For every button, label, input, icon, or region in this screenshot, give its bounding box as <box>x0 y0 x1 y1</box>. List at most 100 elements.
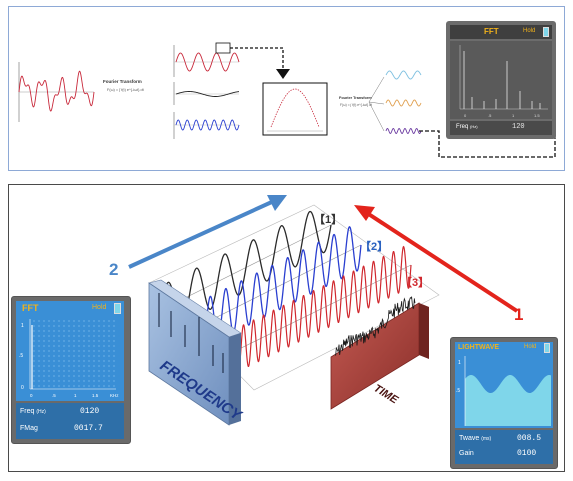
battery-icon <box>543 27 549 37</box>
grid-dot <box>48 345 50 347</box>
grid-dot <box>43 385 45 387</box>
grid-dot <box>53 330 55 332</box>
grid-dot <box>103 370 105 372</box>
fft-xtick-15: 1.5 <box>92 393 99 398</box>
lightwave-screen-plot: 1 .5 <box>456 356 551 426</box>
grid-dot <box>58 370 60 372</box>
grid-dot <box>83 330 85 332</box>
grid-dot <box>33 335 35 337</box>
grid-dot <box>78 380 80 382</box>
grid-dot <box>93 380 95 382</box>
grid-dot <box>53 355 55 357</box>
grid-dot <box>43 375 45 377</box>
time-plate <box>330 296 429 410</box>
grid-dot <box>33 330 35 332</box>
grid-dot <box>88 380 90 382</box>
grid-dot <box>53 370 55 372</box>
grid-dot <box>108 335 110 337</box>
grid-dot <box>83 355 85 357</box>
grid-dot <box>93 350 95 352</box>
grid-dot <box>83 385 85 387</box>
grid-dot <box>78 345 80 347</box>
grid-dot <box>83 370 85 372</box>
grid-dot <box>58 380 60 382</box>
grid-dot <box>98 360 100 362</box>
grid-dot <box>113 350 115 352</box>
lightwave-gain-value: 0100 <box>517 449 537 458</box>
grid-dot <box>88 350 90 352</box>
grid-dot <box>83 380 85 382</box>
svg-text:0: 0 <box>464 113 467 118</box>
grid-dot <box>48 355 50 357</box>
fft-xtick-05: .5 <box>52 393 56 398</box>
grid-dot <box>53 320 55 322</box>
grid-dot <box>63 330 65 332</box>
grid-dot <box>93 355 95 357</box>
grid-dot <box>78 320 80 322</box>
grid-dot <box>48 365 50 367</box>
grid-dot <box>43 365 45 367</box>
grid-dot <box>68 380 70 382</box>
grid-dot <box>48 350 50 352</box>
grid-dot <box>68 350 70 352</box>
grid-dot <box>58 385 60 387</box>
output-component-cyan <box>385 70 422 80</box>
grid-dot <box>98 350 100 352</box>
grid-dot <box>38 325 40 327</box>
zoom-connector <box>230 47 284 77</box>
grid-dot <box>53 350 55 352</box>
grid-dot <box>58 355 60 357</box>
grid-dot <box>93 325 95 327</box>
grid-dot <box>68 320 70 322</box>
grid-dot <box>48 370 50 372</box>
time-plate-label: TIME <box>371 382 400 406</box>
grid-dot <box>48 330 50 332</box>
fft-battery-icon <box>114 303 121 314</box>
svg-text:.5: .5 <box>488 113 492 118</box>
grid-dot <box>38 335 40 337</box>
grid-dot <box>93 365 95 367</box>
grid-dot <box>63 325 65 327</box>
grid-dot <box>98 325 100 327</box>
grid-dot <box>48 340 50 342</box>
grid-dot <box>88 360 90 362</box>
formula-1: F(ω) = ∫ f(t) e^{-iωt} dt <box>107 88 145 92</box>
grid-dot <box>48 360 50 362</box>
grid-dot <box>48 380 50 382</box>
grid-dot <box>48 385 50 387</box>
grid-dot <box>73 325 75 327</box>
grid-dot <box>78 325 80 327</box>
grid-dot <box>73 340 75 342</box>
grid-dot <box>88 365 90 367</box>
grid-dot <box>88 345 90 347</box>
grid-dot <box>63 350 65 352</box>
grid-dot <box>58 335 60 337</box>
grid-dot <box>88 330 90 332</box>
zoom-detail-panel <box>262 82 328 136</box>
grid-dot <box>53 375 55 377</box>
grid-dot <box>63 335 65 337</box>
grid-dot <box>113 320 115 322</box>
grid-dot <box>58 350 60 352</box>
grid-dot <box>58 325 60 327</box>
grid-dot <box>68 330 70 332</box>
grid-dot <box>53 325 55 327</box>
grid-dot <box>113 365 115 367</box>
formula-2: F(ω) = ∫ f(t) e^{-iωt} dt <box>340 103 372 107</box>
grid-dot <box>113 330 115 332</box>
grid-dot <box>68 365 70 367</box>
grid-dot <box>93 375 95 377</box>
grid-dot <box>98 355 100 357</box>
grid-dot <box>108 380 110 382</box>
grid-dot <box>103 385 105 387</box>
grid-dot <box>38 345 40 347</box>
output-fan-lines <box>368 76 385 132</box>
grid-dot <box>43 370 45 372</box>
grid-dot <box>38 375 40 377</box>
top-freq-label: Freq (Hz) <box>456 124 478 130</box>
grid-dot <box>58 340 60 342</box>
grid-dot <box>33 320 35 322</box>
grid-dot <box>43 330 45 332</box>
input-signal-plot <box>18 62 95 122</box>
grid-dot <box>68 375 70 377</box>
